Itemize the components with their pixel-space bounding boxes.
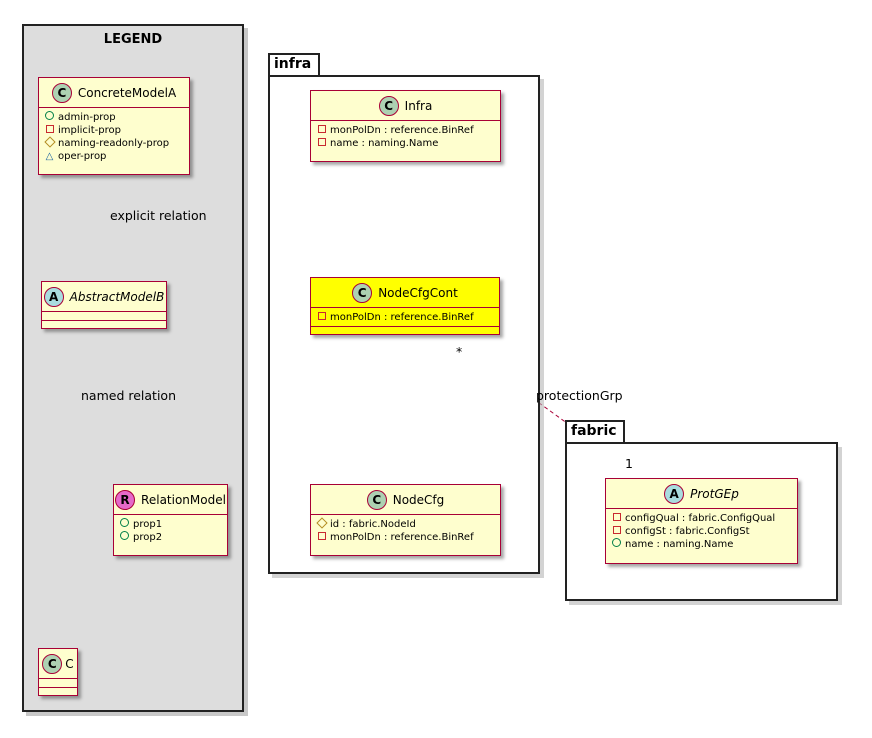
attribute-row: monPolDn : reference.BinRef — [317, 311, 493, 324]
class-name: C — [65, 656, 74, 671]
class-nodecfg[interactable]: C NodeCfg id : fabric.NodeId monPolDn : … — [310, 484, 501, 556]
class-name: NodeCfg — [392, 492, 445, 507]
attribute-row: △oper-prop — [45, 151, 107, 162]
class-name: NodeCfgCont — [378, 285, 458, 300]
attribute-row: prop1 — [120, 518, 221, 531]
named-relation-label: named relation — [81, 388, 176, 403]
attribute-row: name : naming.Name — [612, 538, 791, 551]
attribute-row: configQual : fabric.ConfigQual — [612, 512, 791, 525]
package-tab-fabric: fabric — [565, 420, 625, 443]
attribute-list: monPolDn : reference.BinRef — [311, 308, 499, 327]
protection-grp-label: protectionGrp — [536, 388, 623, 403]
attribute-list: monPolDn : reference.BinRef name : namin… — [311, 121, 500, 152]
class-c[interactable]: C C — [38, 648, 78, 696]
class-stereotype-icon: C — [51, 82, 72, 103]
attribute-row: monPolDn : reference.BinRef — [317, 124, 494, 137]
class-nodecfgcont[interactable]: C NodeCfgCont monPolDn : reference.BinRe… — [310, 277, 500, 335]
class-concrete-model-a[interactable]: C ConcreteModelA admin-prop implicit-pro… — [38, 77, 190, 175]
attribute-row: monPolDn : reference.BinRef — [317, 531, 494, 544]
class-infra[interactable]: C Infra monPolDn : reference.BinRef name… — [310, 90, 501, 162]
class-name: ConcreteModelA — [77, 85, 177, 100]
abstract-stereotype-icon: A — [664, 483, 685, 504]
source-multiplicity: * — [456, 344, 463, 359]
attribute-row: prop2 — [120, 531, 221, 544]
legend-title: LEGEND — [103, 32, 163, 47]
attribute-row: naming-readonly-prop — [43, 136, 183, 150]
relation-stereotype-icon: R — [115, 489, 136, 510]
class-name: RelationModel — [141, 492, 226, 507]
class-relation-model[interactable]: R RelationModel prop1 prop2 — [113, 484, 228, 556]
attribute-row: admin-prop — [45, 111, 183, 124]
attribute-list: prop1 prop2 — [114, 515, 227, 546]
class-name: AbstractModelB — [69, 289, 165, 304]
package-tab-infra: infra — [268, 53, 320, 76]
attribute-row: configSt : fabric.ConfigSt — [612, 525, 791, 538]
class-stereotype-icon: C — [378, 95, 399, 116]
attribute-row: id : fabric.NodeId — [315, 517, 494, 531]
attribute-row: implicit-prop — [45, 124, 183, 137]
abstract-stereotype-icon: A — [43, 286, 64, 307]
class-name: ProtGEp — [690, 486, 739, 501]
class-protgep[interactable]: A ProtGEp configQual : fabric.ConfigQual… — [605, 478, 798, 564]
class-abstract-model-b[interactable]: A AbstractModelB — [41, 281, 167, 329]
explicit-relation-label: explicit relation — [110, 208, 207, 223]
target-multiplicity: 1 — [625, 456, 633, 471]
attribute-row: name : naming.Name — [317, 137, 494, 150]
class-stereotype-icon: C — [42, 653, 63, 674]
class-name: Infra — [404, 98, 433, 113]
attribute-list: id : fabric.NodeId monPolDn : reference.… — [311, 515, 500, 546]
class-stereotype-icon: C — [352, 282, 373, 303]
attribute-list: configQual : fabric.ConfigQual configSt … — [606, 509, 797, 553]
class-stereotype-icon: C — [366, 489, 387, 510]
attribute-list: admin-prop implicit-prop naming-readonly… — [39, 108, 189, 165]
